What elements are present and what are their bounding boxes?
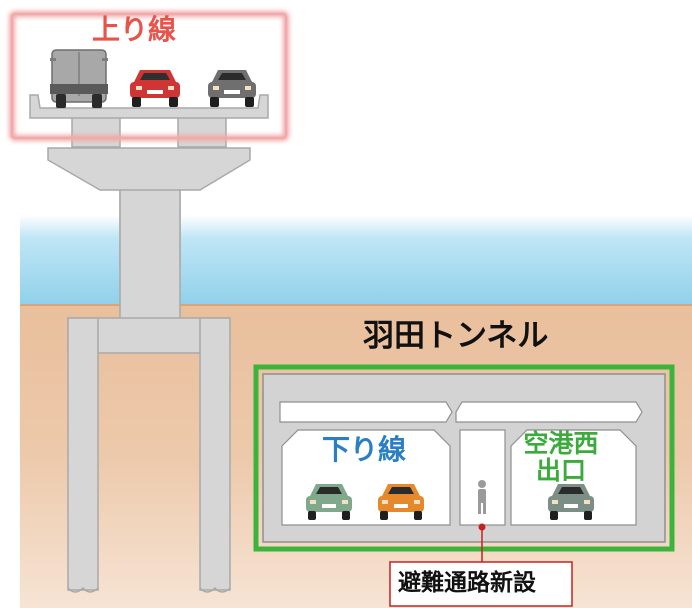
airport-exit-label: 空港西 出口: [520, 430, 602, 484]
duct-left: [279, 401, 453, 423]
pile-left: [67, 317, 99, 591]
airport-exit-label-line2: 出口: [535, 456, 586, 485]
tunnel-highlight-frame: [253, 364, 675, 552]
inbound-highlight-frame: [10, 12, 288, 140]
orange-car-icon: [378, 484, 424, 520]
gray-car-icon: [208, 70, 256, 107]
duct-right: [455, 401, 643, 423]
pile-left-tip: [67, 586, 99, 593]
pile-right: [199, 317, 231, 591]
pier-column: [119, 189, 181, 321]
pile-right-tip: [199, 586, 231, 593]
evacuation-passage-label: 避難通路新設: [398, 570, 536, 596]
person-icon: [478, 480, 486, 514]
exit-car-icon: [548, 484, 594, 520]
tunnel-name-label: 羽田トンネル: [363, 318, 549, 354]
inbound-deck: [29, 94, 269, 119]
exit-bore: [510, 429, 637, 526]
inbound-line-label: 上り線: [92, 13, 177, 46]
truck-icon: [50, 49, 108, 108]
red-car-icon: [130, 70, 180, 107]
outbound-line-label: 下り線: [322, 433, 407, 466]
evacuation-marker: [478, 523, 486, 531]
evacuation-callout-box: [389, 561, 573, 607]
airport-exit-label-line1: 空港西: [523, 429, 599, 458]
evacuation-passage: [459, 429, 506, 526]
green-car-icon: [306, 484, 352, 520]
